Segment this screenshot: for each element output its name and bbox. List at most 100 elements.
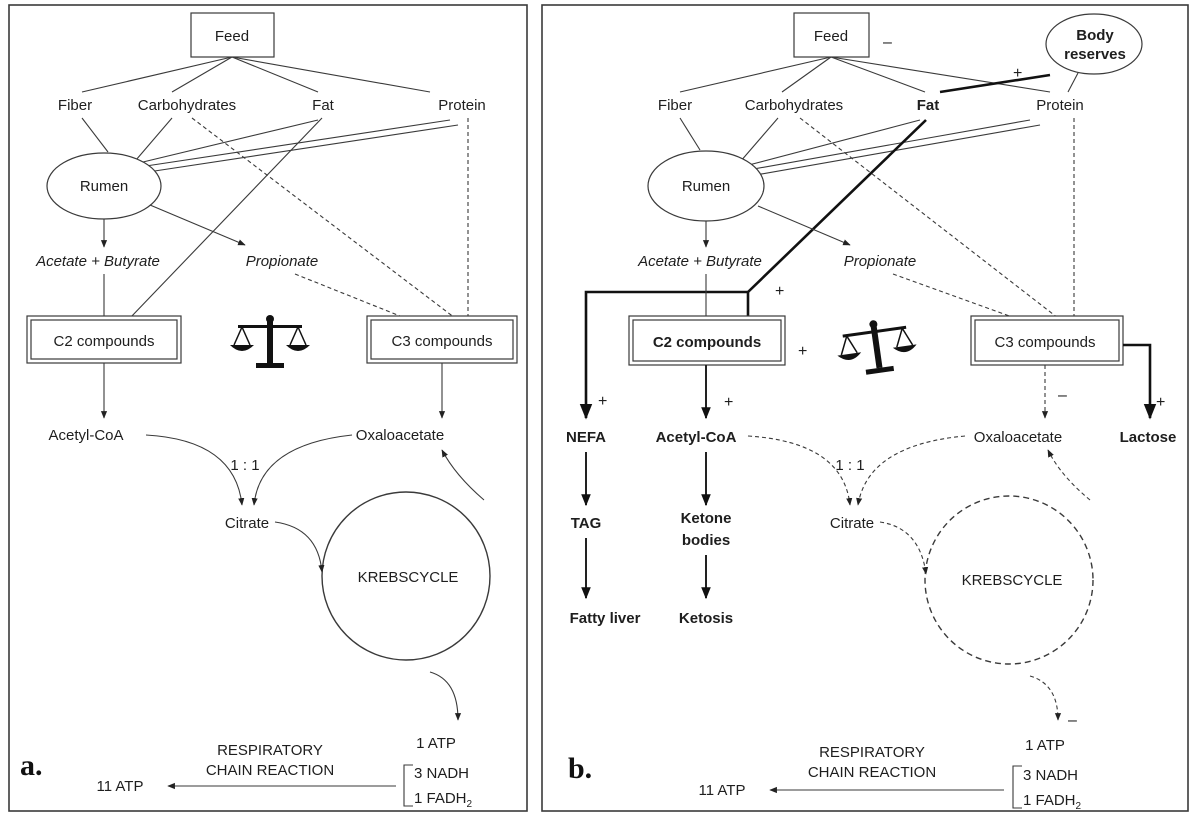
body-reserves-ellipse xyxy=(1045,13,1143,75)
nefa-plus-sign: + xyxy=(598,393,607,410)
oxaloacetate-to-citrate-dashed xyxy=(856,435,966,506)
feed-label: Feed xyxy=(215,28,249,45)
fadh-subscript: 2 xyxy=(467,799,473,810)
c2-box-inner xyxy=(30,319,178,360)
products-bracket xyxy=(403,764,413,807)
atp-1-label: 1 ATP xyxy=(416,735,456,752)
oxaloacetate-label: Oxaloacetate xyxy=(356,427,444,444)
c3-box-inner xyxy=(974,319,1120,362)
krebs-cycle-circle xyxy=(924,495,1094,665)
atp-11-label: 11 ATP xyxy=(97,778,144,795)
feed-minus-sign: – xyxy=(883,34,892,51)
oxaloacetate-minus-sign: – xyxy=(1058,387,1067,404)
tag-label: TAG xyxy=(571,515,602,532)
reserves-plus-sign: + xyxy=(1013,65,1022,82)
fat-plus-sign: + xyxy=(775,283,784,300)
panel-a-frame xyxy=(8,4,528,812)
atp-minus-sign: – xyxy=(1068,712,1077,729)
acetylcoa-plus-sign: + xyxy=(724,394,733,411)
acetyl-coa-label: Acetyl-CoA xyxy=(48,427,123,444)
fadh-base: 1 FADH xyxy=(414,790,467,807)
rumen-to-propionate-arrow xyxy=(149,204,246,246)
fatty-liver-label: Fatty liver xyxy=(570,610,641,627)
atp-1-label: 1 ATP xyxy=(1025,737,1065,754)
krebs-cycle-label: KREBSCYCLE xyxy=(962,572,1063,589)
rumen-label: Rumen xyxy=(682,178,730,195)
lactose-label: Lactose xyxy=(1120,429,1177,446)
nadh-label: 3 NADH xyxy=(1023,767,1078,784)
body-reserves-line2: reserves xyxy=(1064,46,1126,63)
acetate-butyrate-label: Acetate + Butyrate xyxy=(637,253,762,270)
fadh-subscript: 2 xyxy=(1076,801,1082,812)
fadh2-label: 1 FADH2 xyxy=(414,790,473,810)
propionate-to-c3-dashed xyxy=(294,273,406,319)
chain-reaction-label: CHAIN REACTION xyxy=(206,762,334,779)
chain-reaction-label: CHAIN REACTION xyxy=(808,764,936,781)
citrate-label: Citrate xyxy=(830,515,874,532)
propionate-label: Propionate xyxy=(246,253,319,270)
acetylcoa-to-citrate-arrow xyxy=(145,434,245,506)
krebs-to-atp-arrow xyxy=(429,671,462,721)
c3-box-inner xyxy=(370,319,514,360)
panel-b: Feed – Body reserves + Fiber Carbohydrat… xyxy=(541,4,1189,812)
ratio-label: 1 : 1 xyxy=(230,457,259,474)
krebs-to-atp-dashed xyxy=(1029,675,1062,721)
body-reserves-line1: Body xyxy=(1076,27,1114,44)
krebs-cycle-label: KREBSCYCLE xyxy=(358,569,459,586)
krebs-to-oxaloacetate-dashed xyxy=(1047,449,1091,501)
rumen-inputs xyxy=(679,117,1041,177)
fat-to-c2-line xyxy=(129,117,323,319)
atp-11-label: 11 ATP xyxy=(699,782,746,799)
c3-label: C3 compounds xyxy=(392,333,493,350)
citrate-to-krebs-dashed xyxy=(879,521,929,575)
citrate-to-krebs-arrow xyxy=(274,521,325,573)
acetyl-coa-label: Acetyl-CoA xyxy=(656,429,737,446)
citrate-label: Citrate xyxy=(225,515,269,532)
protein-label: Protein xyxy=(438,97,486,114)
ketosis-label: Ketosis xyxy=(679,610,733,627)
c2-label: C2 compounds xyxy=(653,334,761,351)
feed-label: Feed xyxy=(814,28,848,45)
acetylcoa-to-citrate-dashed xyxy=(747,435,853,506)
carbohydrates-label: Carbohydrates xyxy=(745,97,843,114)
oxaloacetate-to-citrate-arrow xyxy=(251,434,353,506)
c2-plus-sign: + xyxy=(798,343,807,360)
panel-b-letter: b. xyxy=(568,752,592,785)
feed-branches xyxy=(679,56,1051,93)
propionate-label: Propionate xyxy=(844,253,917,270)
fat-label: Fat xyxy=(917,97,940,114)
fadh-base: 1 FADH xyxy=(1023,792,1076,809)
c2-label: C2 compounds xyxy=(54,333,155,350)
reserves-to-protein-line xyxy=(1067,72,1079,93)
protein-label: Protein xyxy=(1036,97,1084,114)
balance-scale-icon xyxy=(230,315,310,368)
c2-box-inner xyxy=(632,319,782,362)
reserves-to-fat-line xyxy=(939,73,1051,94)
feed-box xyxy=(793,12,870,58)
fat-label: Fat xyxy=(312,97,335,114)
feed-branches xyxy=(81,56,431,93)
nadh-label: 3 NADH xyxy=(414,765,469,782)
fadh2-label: 1 FADH2 xyxy=(1023,792,1082,812)
mobilization-to-nefa-arrow xyxy=(579,290,748,420)
acetate-butyrate-label: Acetate + Butyrate xyxy=(35,253,160,270)
respiratory-label: RESPIRATORY xyxy=(217,742,323,759)
fiber-label: Fiber xyxy=(58,97,92,114)
rumen-label: Rumen xyxy=(80,178,128,195)
nefa-label: NEFA xyxy=(566,429,606,446)
ratio-label: 1 : 1 xyxy=(835,457,864,474)
oxaloacetate-label: Oxaloacetate xyxy=(974,429,1062,446)
krebs-cycle-circle xyxy=(321,491,491,661)
products-bracket xyxy=(1012,765,1022,809)
c3-to-lactose-arrow xyxy=(1123,343,1157,420)
carb-to-c3-dashed xyxy=(191,117,456,319)
ketone-bodies-line1: Ketone xyxy=(681,510,732,527)
rumen-to-propionate-arrow xyxy=(757,205,851,246)
panel-b-frame xyxy=(541,4,1189,812)
panel-a-letter: a. xyxy=(20,749,43,782)
fat-to-mobilization-line xyxy=(747,119,927,293)
krebs-to-oxaloacetate-arrow xyxy=(441,449,485,501)
fiber-label: Fiber xyxy=(658,97,692,114)
carbohydrates-label: Carbohydrates xyxy=(138,97,236,114)
